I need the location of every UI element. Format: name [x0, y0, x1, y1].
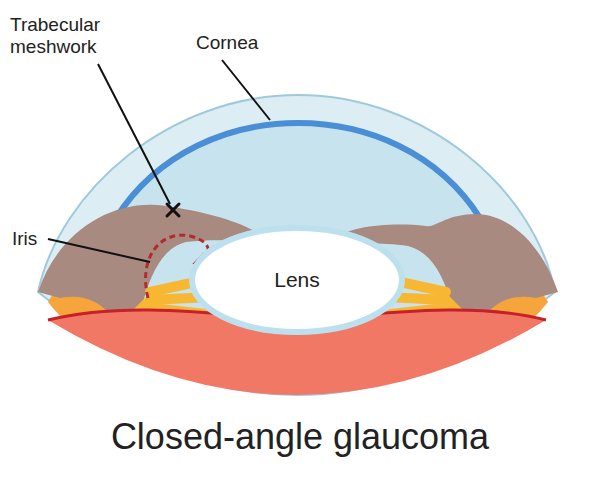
part-label: Cornea	[196, 32, 316, 54]
leader-lines	[48, 60, 270, 262]
part-label: Iris	[12, 228, 72, 250]
lens-shape	[192, 228, 402, 332]
iris-leader	[48, 239, 150, 262]
diagram-title: Closed-angle glaucoma	[0, 416, 600, 458]
meshwork-leader	[98, 64, 170, 204]
lens-label: Lens	[274, 268, 320, 292]
lens: Lens	[189, 225, 405, 335]
cornea	[116, 123, 480, 218]
cornea-leader	[222, 60, 270, 120]
part-label: Trabecular meshwork	[10, 14, 120, 58]
blockage-mark	[167, 204, 179, 216]
